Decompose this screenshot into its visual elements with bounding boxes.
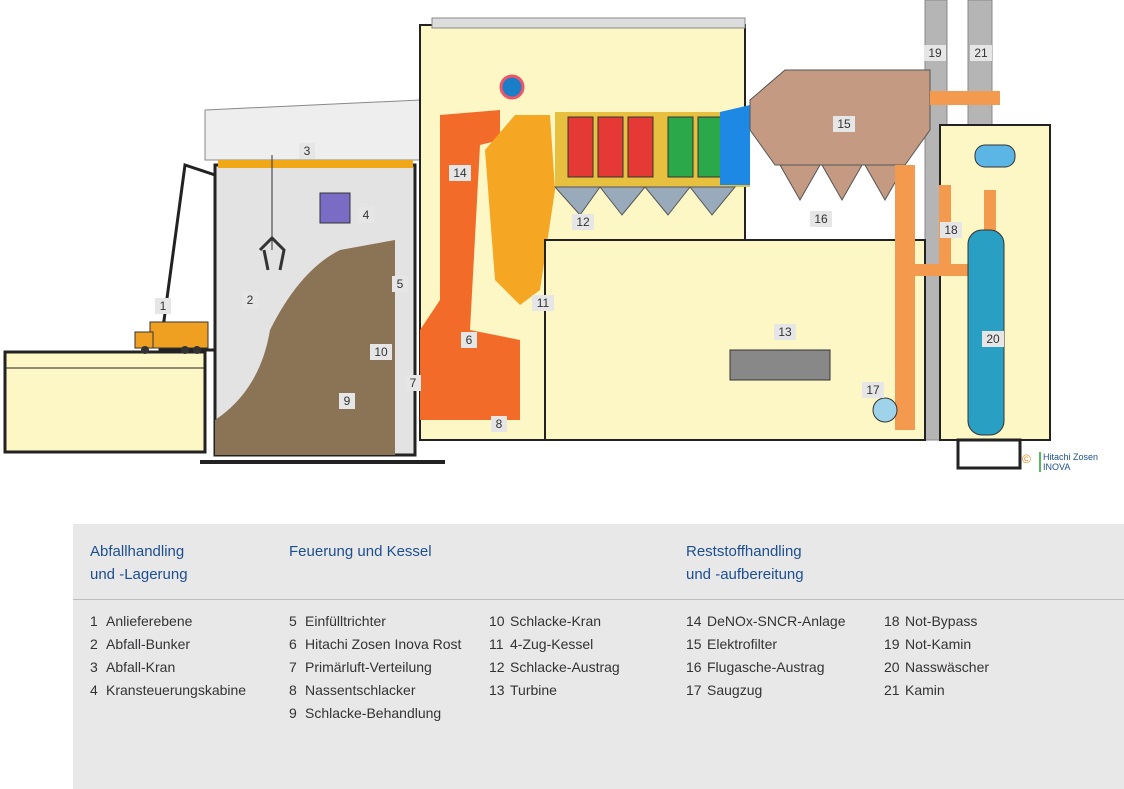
label-11: 11 <box>532 295 554 311</box>
svg-text:8: 8 <box>496 417 503 431</box>
svg-text:9: 9 <box>344 394 351 408</box>
svg-text:12: 12 <box>576 215 590 229</box>
copyright-symbol: © <box>1022 452 1031 466</box>
label-9: 9 <box>339 393 355 409</box>
label-1: 1 <box>155 298 171 314</box>
svg-text:18: 18 <box>944 223 958 237</box>
boiler-pass <box>485 115 555 305</box>
svg-text:20: 20 <box>986 332 1000 346</box>
svg-text:2: 2 <box>247 293 254 307</box>
svg-text:21: 21 <box>974 46 988 60</box>
svg-text:17: 17 <box>866 383 880 397</box>
legend-heading-combustion: Feuerung und Kessel <box>289 543 432 560</box>
furnace <box>420 110 520 420</box>
legend-divider <box>73 599 1124 600</box>
label-13: 13 <box>774 324 796 340</box>
crane-rail <box>218 160 413 168</box>
crane-cabin <box>319 192 351 224</box>
svg-text:19: 19 <box>928 46 942 60</box>
truck <box>149 321 209 349</box>
svg-text:10: 10 <box>374 345 388 359</box>
svg-text:4: 4 <box>363 208 370 222</box>
svg-text:16: 16 <box>814 212 828 226</box>
svg-text:6: 6 <box>466 333 473 347</box>
label-16: 16 <box>810 211 832 227</box>
label-3: 3 <box>299 143 315 159</box>
label-12: 12 <box>572 214 594 230</box>
label-17: 17 <box>862 382 884 398</box>
drum <box>499 74 525 100</box>
label-15: 15 <box>833 116 855 132</box>
label-18: 18 <box>940 222 962 238</box>
delivery-hall <box>3 350 207 454</box>
svg-text:15: 15 <box>837 117 851 131</box>
plant-diagram: 1 2 3 4 5 6 7 8 9 10 11 12 13 14 15 16 1… <box>3 0 1051 470</box>
brand-line-2: INOVA <box>1043 462 1071 472</box>
svg-text:11: 11 <box>537 296 550 310</box>
brand-line-1: Hitachi Zosen <box>1043 452 1099 462</box>
crane-grab <box>258 235 286 271</box>
label-8: 8 <box>491 416 507 432</box>
svg-text:3: 3 <box>304 144 311 158</box>
svg-text:13: 13 <box>778 325 792 339</box>
svg-text:1: 1 <box>160 299 167 313</box>
turbine-hall <box>544 239 926 441</box>
turbine <box>729 349 831 381</box>
label-6: 6 <box>461 332 477 348</box>
svg-text:14: 14 <box>453 166 467 180</box>
label-19: 19 <box>924 45 946 61</box>
label-4: 4 <box>358 207 374 223</box>
label-5: 5 <box>392 276 408 292</box>
induced-draft-fan <box>872 397 898 423</box>
svg-text:5: 5 <box>397 277 404 291</box>
label-7: 7 <box>405 375 421 391</box>
label-2: 2 <box>242 292 258 308</box>
label-20: 20 <box>982 331 1004 347</box>
label-10: 10 <box>370 344 392 360</box>
svg-text:7: 7 <box>410 376 417 390</box>
label-14: 14 <box>449 165 471 181</box>
label-21: 21 <box>970 45 992 61</box>
